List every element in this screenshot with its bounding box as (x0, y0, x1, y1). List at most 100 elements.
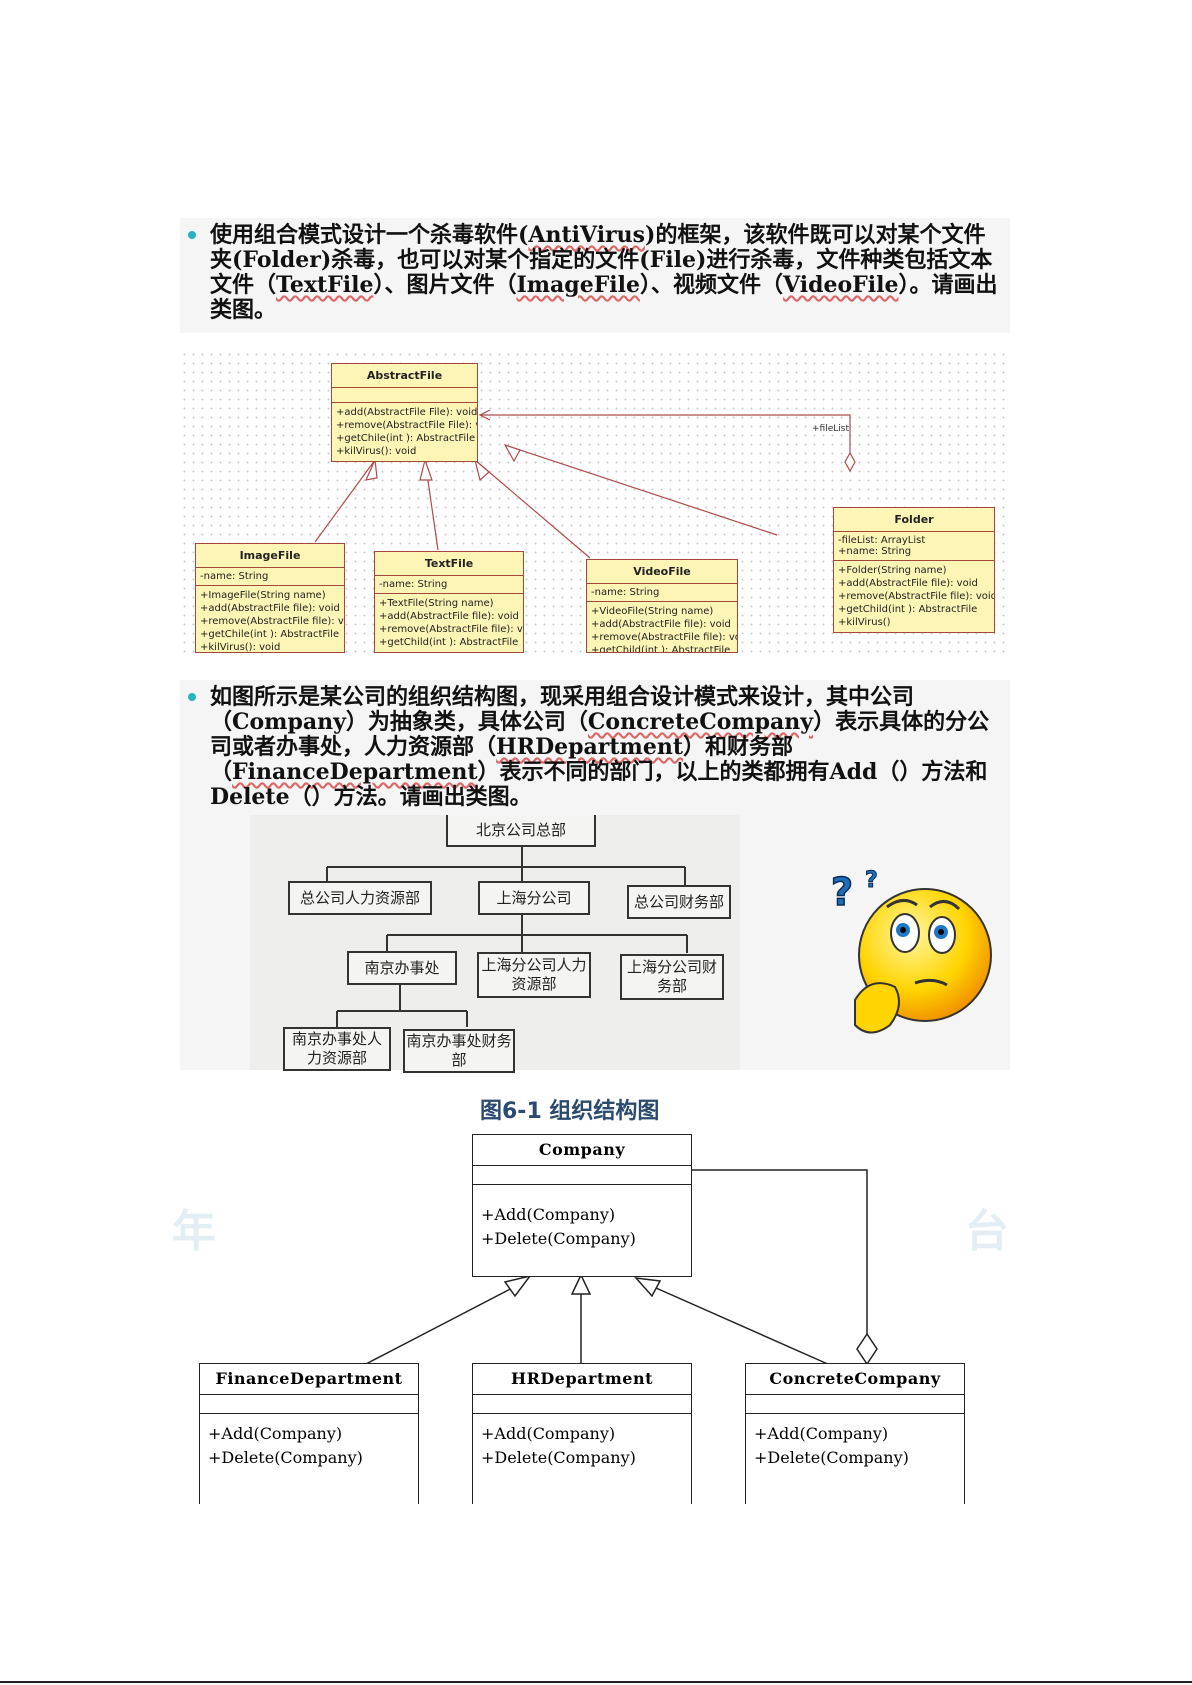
class-methods: +VideoFile(String name) +add(AbstractFile… (587, 602, 738, 653)
org-connectors (326, 843, 688, 1027)
uml1-connectors (314, 409, 856, 559)
method: +remove(AbstractFile file): void (379, 624, 524, 635)
page-bottom-rule (0, 1681, 1192, 1683)
class-attributes: -fileList: ArrayList+name: String (834, 532, 994, 561)
method: +Delete(Company) (481, 1448, 636, 1467)
q1-text: 使用组合模式设计一个杀毒软件( (210, 222, 529, 248)
svg-text:?: ? (831, 870, 853, 914)
q2-text: 如图所示是某公司的组织结构图，现采用组合设计模式来设计，其中公司（Company… (210, 684, 915, 735)
q2-keyword: ConcreteCompany (587, 709, 814, 735)
method: +Delete(Company) (208, 1448, 363, 1467)
attribute: +name: String (838, 546, 912, 557)
org-chart: 北京公司总部 总公司人力资源部 上海分公司 总公司财务部 南京办事处 上海分公司… (250, 805, 740, 1073)
method: +kilVirus() (838, 617, 891, 628)
question-1: 使用组合模式设计一个杀毒软件(AntiVirus)的框架，该软件既可以对某个文件… (180, 218, 1010, 333)
method: +Folder(String name) (838, 565, 947, 576)
uml2-connectors (363, 1169, 878, 1366)
method: +ImageFile(String name) (200, 590, 326, 601)
class-name: FinanceDepartment (200, 1364, 418, 1395)
q1-keyword: TextFile (276, 272, 374, 298)
class-attributes (746, 1395, 964, 1414)
q1-keyword: AntiVirus (528, 222, 646, 248)
q2-text: ）表示不同的部门，以上的类都拥有Add（）方法和Delete（）方法。请画出类图… (210, 759, 988, 810)
class-name: Folder (834, 508, 994, 532)
attribute: -name: String (196, 568, 344, 586)
attribute: -name: String (375, 576, 523, 594)
class-company: Company +Add(Company) +Delete(Company) (472, 1134, 692, 1277)
class-name: ImageFile (196, 544, 344, 568)
folder-role-label: +fileList (812, 424, 849, 434)
class-name: VideoFile (587, 560, 737, 584)
class-attributes (473, 1166, 691, 1185)
q1-keyword: VideoFile (783, 272, 899, 298)
class-methods: +ImageFile(String name) +add(AbstractFile… (196, 586, 345, 653)
method: +VideoFile(String name) (591, 606, 714, 617)
class-attributes (200, 1395, 418, 1414)
method: +Add(Company) (481, 1424, 616, 1443)
org-node-nanjing-finance: 南京办事处财务部 (403, 1029, 515, 1073)
q1-text: )的框架，该软件既可以对某个文件夹(Folder)杀毒，也可以对某个指定的文件(… (210, 222, 993, 298)
method: +Add(Company) (481, 1205, 616, 1224)
watermark-right: 台 (965, 1206, 1009, 1257)
method: +getChild(int ): AbstractFile (379, 637, 519, 648)
method: +add(AbstractFile file): void (379, 611, 519, 622)
class-textfile: TextFile -name: String +TextFile(String … (374, 551, 524, 653)
bullet-icon (188, 693, 196, 701)
svg-text:?: ? (865, 868, 878, 893)
method: +remove(AbstractFile file): void (200, 616, 345, 627)
method: +getChild(int ): AbstractFile (591, 645, 731, 653)
method: +add(AbstractFile file): void (200, 603, 340, 614)
org-node-shanghai-hr: 上海分公司人力资源部 (477, 952, 591, 998)
class-concretecompany: ConcreteCompany +Add(Company)+Delete(Com… (745, 1363, 965, 1504)
method: +add(AbstractFile file): void (838, 578, 978, 589)
method: +kilVirus(): void (200, 642, 281, 653)
org-node-hq-finance: 总公司财务部 (627, 885, 731, 919)
class-attributes (332, 388, 477, 403)
method: +getChile(int ): AbstractFile (200, 629, 340, 640)
method: +Delete(Company) (481, 1229, 636, 1248)
class-name: HRDepartment (473, 1364, 691, 1395)
method: +Add(Company) (754, 1424, 889, 1443)
method: +add(AbstractFile File): void (336, 407, 478, 418)
class-videofile: VideoFile -name: String +VideoFile(Strin… (586, 559, 738, 653)
method: +Delete(Company) (754, 1448, 909, 1467)
watermark-left: 年 (172, 1206, 216, 1257)
class-folder: Folder -fileList: ArrayList+name: String… (833, 507, 995, 633)
method: +add(AbstractFile file): void (591, 619, 731, 630)
q1-text: ）。请画出类图。 (210, 272, 998, 323)
class-methods: +Add(Company) +Delete(Company) (473, 1185, 691, 1259)
q1-text: ）、图片文件（ (373, 272, 517, 298)
class-methods: +Add(Company) +Delete(Company) (746, 1414, 964, 1478)
q2-text: ）和财务部（ (210, 734, 793, 785)
class-methods: +Add(Company) +Delete(Company) (200, 1414, 418, 1478)
q2-keyword: HRDepartment (496, 734, 683, 760)
q2-text: ）表示具体的分公司或者办事处，人力资源部（ (210, 709, 990, 760)
attribute: -name: String (587, 584, 737, 602)
class-name: AbstractFile (332, 364, 477, 388)
org-node-root: 北京公司总部 (446, 813, 596, 847)
class-hrdepartment: HRDepartment +Add(Company) +Delete(Compan… (472, 1363, 692, 1504)
org-node-hq-hr: 总公司人力资源部 (288, 881, 432, 915)
method: +remove(AbstractFile file): void (591, 632, 738, 643)
class-methods: +Add(Company) +Delete(Company) (473, 1414, 691, 1478)
method: +getChile(int ): AbstractFile (336, 433, 476, 444)
method: +Add(Company) (208, 1424, 343, 1443)
bullet-icon (188, 231, 196, 239)
q2-keyword: FinanceDepartment (232, 759, 478, 785)
class-name: Company (473, 1135, 691, 1166)
method: +remove(AbstractFile File): void (336, 420, 477, 431)
org-node-shanghai: 上海分公司 (478, 881, 590, 915)
method: +getChild(int ): AbstractFile (838, 604, 978, 615)
figure-caption: 图6-1 组织结构图 (480, 1099, 660, 1124)
attribute: -fileList: ArrayList (838, 535, 926, 546)
method: +TextFile(String name) (379, 598, 494, 609)
class-methods: +Folder(String name) +add(AbstractFile fi… (834, 561, 994, 632)
q1-text: ）、视频文件（ (640, 272, 784, 298)
question-2: 如图所示是某公司的组织结构图，现采用组合设计模式来设计，其中公司（Company… (180, 680, 1010, 815)
org-node-nanjing-hr: 南京办事处人力资源部 (283, 1027, 391, 1071)
class-imagefile: ImageFile -name: String +ImageFile(Strin… (195, 543, 345, 653)
org-node-nanjing: 南京办事处 (347, 951, 457, 985)
thinking-smiley-icon: ? ? (830, 868, 992, 1034)
method: +remove(AbstractFile file): void (838, 591, 995, 602)
